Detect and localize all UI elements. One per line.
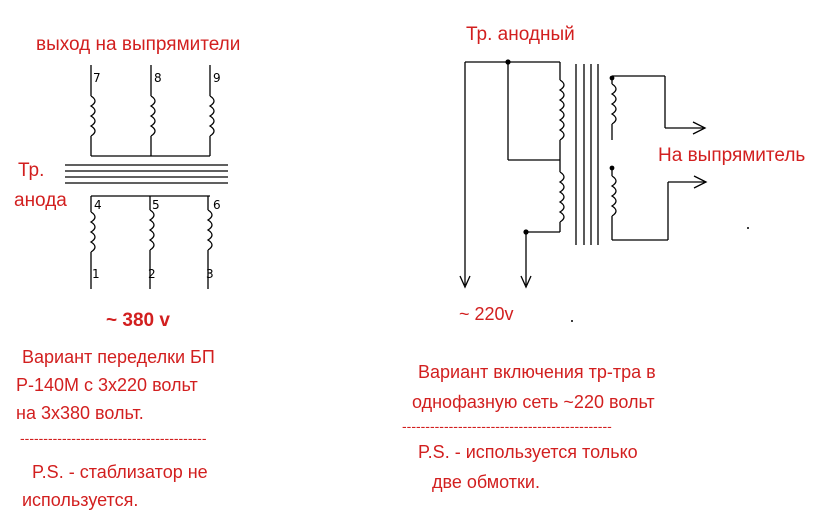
terminal-6: 6 <box>213 198 221 212</box>
coil-7 <box>89 65 96 156</box>
primary-windings <box>89 195 213 289</box>
tr-label-2: анода <box>14 190 67 211</box>
coil-5 <box>148 196 155 289</box>
coil-8 <box>149 65 156 156</box>
right-voltage: ~ 220v <box>459 304 514 324</box>
secondary-windings <box>89 65 215 157</box>
coil-4 <box>89 196 96 289</box>
terminal-9: 9 <box>213 71 221 85</box>
left-note-2: используется. <box>22 490 139 510</box>
right-desc-1: Вариант включения тр-тра в <box>418 362 656 382</box>
coil-6 <box>206 196 213 289</box>
right-output-label: На выпрямитель <box>658 145 806 166</box>
right-desc-2: однофазную сеть ~220 вольт <box>412 392 655 412</box>
left-voltage: ~ 380 v <box>106 310 170 331</box>
terminal-5: 5 <box>152 198 160 212</box>
right-note-2: две обмотки. <box>432 472 540 492</box>
left-note-1: P.S. - стаблизатор не <box>32 462 208 482</box>
tr-label-1: Тр. <box>18 160 45 181</box>
left-title: выход на выпрямители <box>36 34 241 55</box>
terminal-7: 7 <box>93 71 101 85</box>
terminal-3: 3 <box>206 267 214 281</box>
terminal-4: 4 <box>94 198 102 212</box>
left-desc-3: на 3х380 вольт. <box>16 403 144 423</box>
terminal-8: 8 <box>154 71 162 85</box>
left-desc-1: Вариант переделки БП <box>22 347 215 367</box>
right-separator: ----------------------------------------… <box>402 418 612 434</box>
left-separator: ---------------------------------------- <box>20 430 207 446</box>
right-title: Тр. анодный <box>466 24 575 45</box>
left-desc-2: Р-140М с 3х220 вольт <box>16 375 198 395</box>
anode-transformer-circuit <box>459 61 708 289</box>
terminal-2: 2 <box>148 267 156 281</box>
right-note-1: P.S. - используется только <box>418 442 638 462</box>
terminal-1: 1 <box>92 267 100 281</box>
coil-9 <box>208 65 215 156</box>
transformer-core-left <box>65 164 228 184</box>
